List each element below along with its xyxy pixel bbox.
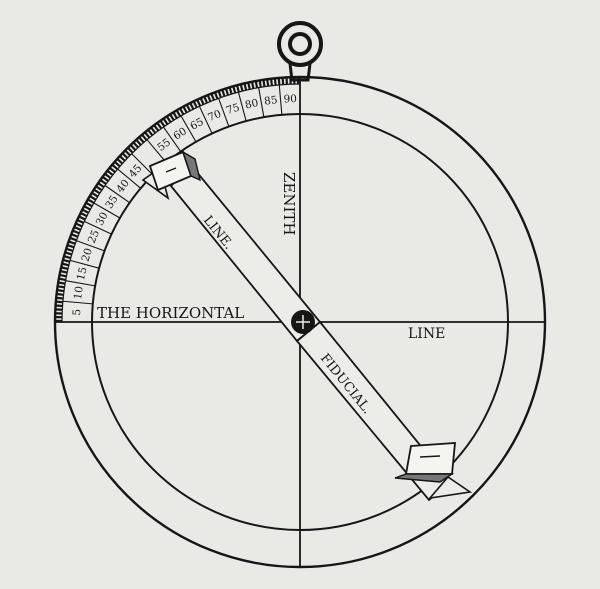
scale-division-line: [76, 240, 105, 252]
scale-division-line: [237, 91, 247, 122]
degree-scale-band: [55, 77, 301, 323]
lower-sight-vane: [394, 442, 456, 483]
scale-division-line: [65, 280, 96, 287]
rule-tip-lower: [427, 475, 473, 500]
scale-degree-mark: 65: [188, 116, 205, 133]
scale-hatch-strip: [55, 77, 301, 323]
scale-degree-mark: 10: [72, 285, 86, 300]
scale-degree-mark: 75: [225, 102, 241, 117]
scale-degree-mark: 5: [71, 309, 83, 316]
scale-division-line: [198, 106, 213, 134]
scale-division-line: [180, 115, 197, 143]
scale-division-line: [163, 126, 182, 152]
scale-degree-mark: 30: [94, 210, 111, 227]
scale-degree-mark: 70: [206, 108, 223, 124]
scale-division-line: [146, 139, 167, 164]
scale-degree-mark: 15: [75, 266, 90, 282]
horizontal-label: THE HORIZONTAL: [97, 304, 244, 322]
scale-degree-mark: 85: [263, 94, 278, 108]
scale-division-line: [258, 87, 265, 118]
upper-sight-vane: [148, 150, 202, 192]
scale-degree-mark: 80: [244, 97, 260, 112]
zenith-label: ZENITH: [280, 172, 298, 236]
scale-division-line: [218, 98, 230, 127]
scale-degree-mark: 25: [86, 228, 102, 245]
scale-division-line: [278, 84, 283, 115]
scale-division-line: [84, 220, 112, 235]
scale-division-line: [117, 168, 142, 189]
horizontal-line-label: LINE: [408, 326, 445, 342]
scale-degree-mark: 20: [80, 247, 95, 263]
fiducial-rule: [141, 150, 473, 502]
scale-degree-mark: 90: [283, 93, 297, 106]
scale-division-line: [93, 202, 121, 219]
scale-division-line: [69, 259, 100, 269]
scale-division-line: [104, 185, 130, 204]
scale-division-line: [131, 153, 154, 176]
scale-division-line: [62, 300, 93, 305]
